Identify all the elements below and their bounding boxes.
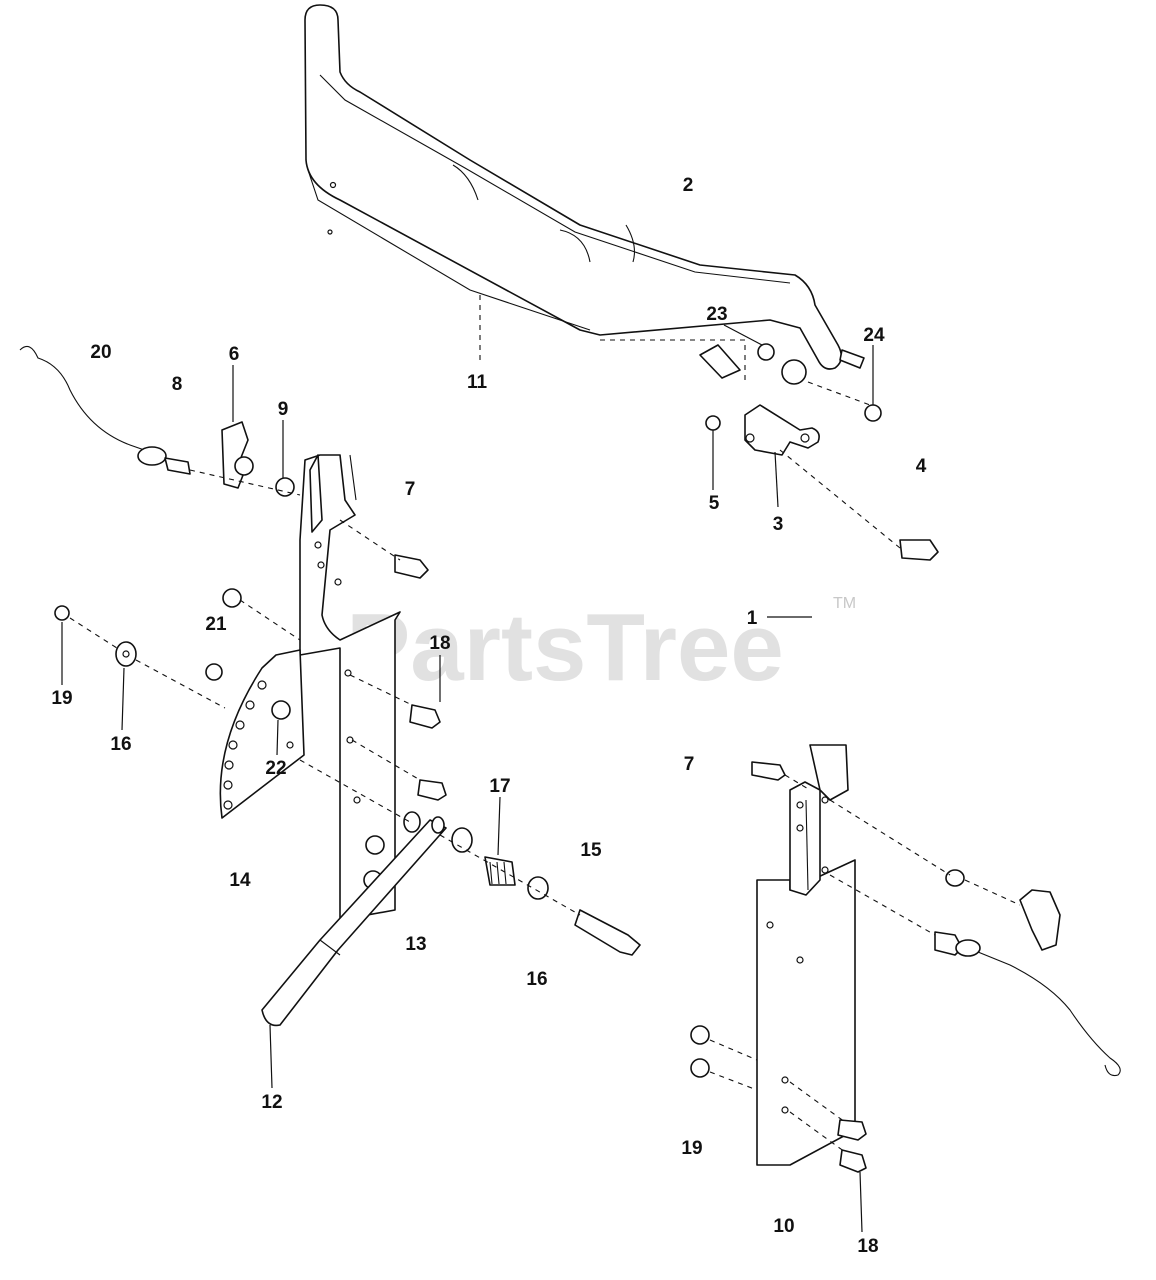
callout-21: 21 bbox=[205, 614, 227, 635]
watermark-text: PartsTree bbox=[346, 594, 784, 701]
callout-15: 15 bbox=[580, 840, 602, 861]
leader-lines bbox=[61, 324, 874, 1233]
callout-16-left: 16 bbox=[110, 734, 131, 755]
callout-18-right: 18 bbox=[857, 1236, 878, 1257]
callout-4: 4 bbox=[916, 456, 927, 477]
callout-23: 23 bbox=[706, 304, 727, 325]
callout-22: 22 bbox=[265, 758, 286, 779]
callout-5: 5 bbox=[709, 493, 720, 514]
callout-12: 12 bbox=[261, 1092, 282, 1113]
lever-plate-right bbox=[751, 744, 856, 1166]
callout-16-right: 16 bbox=[526, 969, 547, 990]
callout-10: 10 bbox=[773, 1216, 794, 1237]
callout-18-left: 18 bbox=[429, 633, 450, 654]
callout-13: 13 bbox=[405, 934, 426, 955]
callout-20: 20 bbox=[90, 342, 111, 363]
callout-1: 1 bbox=[747, 608, 758, 629]
watermark: PartsTree TM bbox=[346, 594, 856, 701]
washer-part-9 bbox=[275, 477, 295, 497]
callout-11: 11 bbox=[467, 372, 488, 393]
callout-24: 24 bbox=[863, 325, 885, 346]
callout-labels: 1 2 3 4 5 6 7 7 8 9 10 11 12 13 14 15 16… bbox=[51, 175, 926, 1257]
callout-9: 9 bbox=[278, 399, 289, 420]
callout-7-left: 7 bbox=[405, 479, 416, 500]
bracket-part-3 bbox=[705, 404, 939, 561]
callout-8: 8 bbox=[172, 374, 183, 395]
knob-part-6 bbox=[221, 421, 254, 489]
callout-3: 3 bbox=[773, 514, 784, 535]
callout-2: 2 bbox=[683, 175, 694, 196]
bolts-part-18-left bbox=[339, 519, 447, 801]
callout-19-right: 19 bbox=[681, 1138, 702, 1159]
callout-14: 14 bbox=[229, 870, 251, 891]
callout-17: 17 bbox=[489, 776, 510, 797]
callout-7-right: 7 bbox=[684, 754, 695, 775]
callout-6: 6 bbox=[229, 344, 240, 365]
callout-19-left: 19 bbox=[51, 688, 72, 709]
watermark-trademark: TM bbox=[833, 595, 856, 612]
handle-bar-assembly bbox=[304, 4, 882, 422]
lever-part-12-13 bbox=[261, 759, 641, 1027]
right-hardware bbox=[690, 799, 1121, 1173]
cable-part-20 bbox=[19, 345, 191, 475]
